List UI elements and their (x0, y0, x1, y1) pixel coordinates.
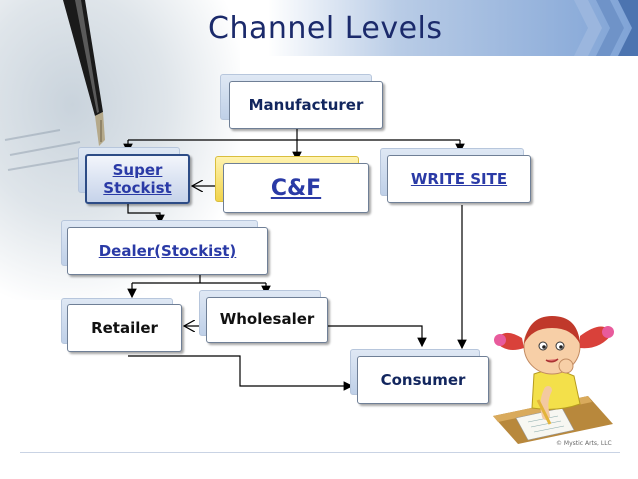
copyright-text: © Mystic Arts, LLC (556, 440, 612, 447)
footer-divider (20, 452, 620, 453)
background-handwriting (4, 129, 91, 171)
header-chevrons (574, 0, 638, 56)
node-retailer: Retailer (67, 304, 182, 352)
super-stockist-line1: Super (112, 161, 163, 179)
node-write-site: WRITE SITE (387, 155, 531, 203)
girl-writing-cartoon (493, 316, 614, 444)
node-dealer: Dealer(Stockist) (67, 227, 268, 275)
super-stockist-line2: Stockist (103, 179, 172, 197)
node-consumer: Consumer (357, 356, 489, 404)
connector-retailer-to-consumer (128, 355, 354, 391)
slide-title: Channel Levels (208, 11, 443, 46)
header-band (268, 0, 638, 56)
node-cf: C&F (223, 163, 369, 213)
node-manufacturer: Manufacturer (229, 81, 383, 129)
connector-wholesaler-to-consumer (328, 325, 427, 348)
connector-super-to-dealer (127, 203, 165, 225)
node-super-stockist: Super Stockist (85, 154, 190, 204)
fountain-pen-icon (63, 0, 105, 146)
node-wholesaler: Wholesaler (206, 297, 328, 343)
